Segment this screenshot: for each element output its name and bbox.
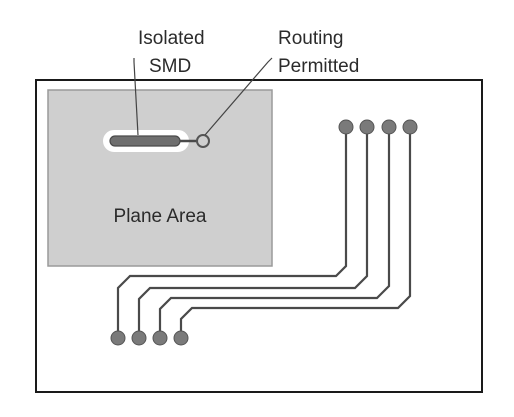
routing-label-line1: Routing [278, 28, 344, 49]
top-pad-3 [381, 119, 397, 135]
trace-3 [158, 127, 391, 338]
trace-4 [179, 127, 412, 338]
isolated-smd-leader [133, 58, 139, 136]
isolated-smd-label-line2: SMD [149, 56, 191, 77]
isolated-smd-label-line1: Isolated [138, 28, 205, 49]
bottom-pad-row [110, 330, 189, 346]
traces [116, 127, 412, 338]
routing-label-line2: Permitted [278, 56, 359, 77]
plane-area [47, 89, 273, 267]
smd-pad [109, 135, 181, 147]
trace-1 [116, 127, 348, 338]
bottom-pad-4 [173, 330, 189, 346]
bottom-pad-1 [110, 330, 126, 346]
top-pad-2 [359, 119, 375, 135]
trace-2 [137, 127, 369, 338]
isolated-smd [103, 130, 210, 152]
bottom-pad-2 [131, 330, 147, 346]
top-pad-1 [338, 119, 354, 135]
smd-via [196, 134, 210, 148]
top-pad-4 [402, 119, 418, 135]
routing-leader [204, 57, 273, 136]
bottom-pad-3 [152, 330, 168, 346]
top-pad-row [338, 119, 418, 135]
plane-area-label: Plane Area [114, 206, 207, 227]
